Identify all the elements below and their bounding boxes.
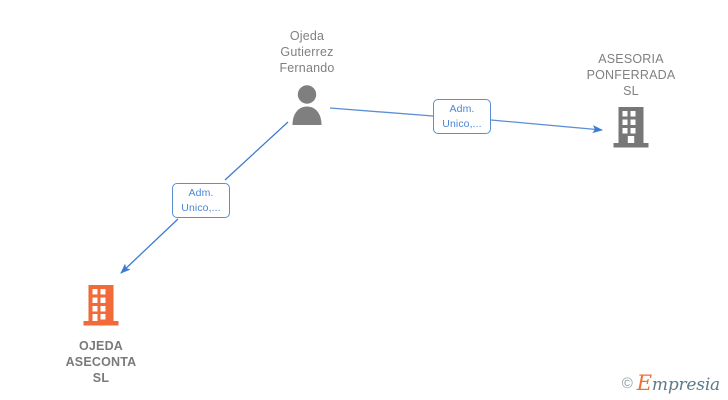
edge-label-adm-unico-ojeda[interactable]: Adm. Unico,... xyxy=(172,183,230,218)
edge-line-asesoria-left xyxy=(329,107,434,117)
edge-label-adm-unico-asesoria[interactable]: Adm. Unico,... xyxy=(433,99,491,134)
edge-line-ojeda-lower xyxy=(120,218,179,274)
building-icon[interactable] xyxy=(81,283,121,332)
node-person-label: Ojeda Gutierrez Fernando xyxy=(279,29,335,75)
building-icon[interactable] xyxy=(611,105,651,154)
watermark-brand: Empresia xyxy=(637,373,720,394)
edge-line-ojeda-upper xyxy=(224,121,289,181)
edge-line-asesoria-right xyxy=(490,119,604,134)
copyright-icon: © xyxy=(621,375,633,392)
watermark-empresia: © Empresia xyxy=(622,373,720,394)
watermark-brand-rest: mpresia xyxy=(651,375,720,395)
person-icon[interactable] xyxy=(287,82,327,131)
node-company-asesoria-ponferrada-sl[interactable]: ASESORIA PONFERRADA SL xyxy=(556,51,706,154)
node-company-asesoria-label: ASESORIA PONFERRADA SL xyxy=(586,52,676,98)
node-company-ojeda-aseconta-sl[interactable]: OJEDA ASECONTA SL xyxy=(26,283,176,386)
watermark-brand-initial: E xyxy=(636,371,652,395)
node-company-ojeda-label: OJEDA ASECONTA SL xyxy=(65,339,137,385)
node-person-ojeda-gutierrez-fernando[interactable]: Ojeda Gutierrez Fernando xyxy=(232,28,382,131)
